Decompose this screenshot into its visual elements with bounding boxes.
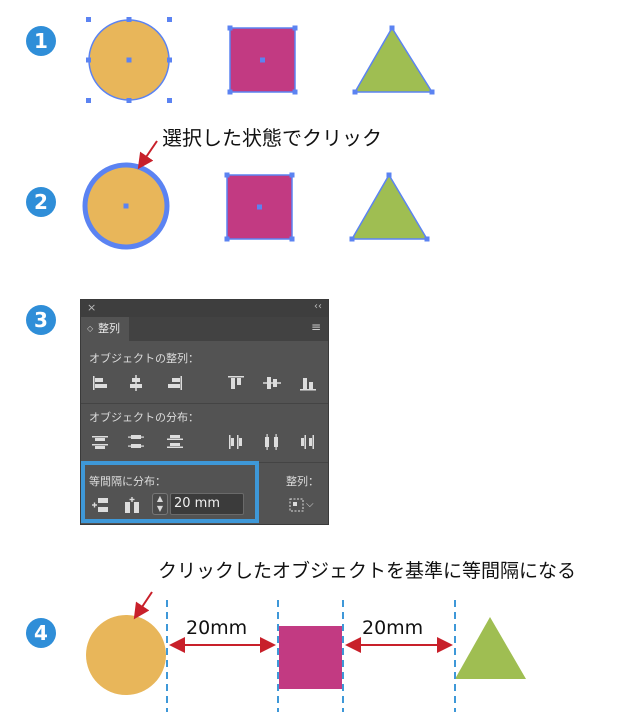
step-4-badge: 4 xyxy=(26,618,56,648)
align-right-icon xyxy=(168,376,182,390)
distribute-right-button[interactable] xyxy=(297,432,319,452)
distribute-horizontal-center-button[interactable] xyxy=(261,432,283,452)
align-right-button[interactable] xyxy=(164,373,186,393)
step4-pointer-arrow xyxy=(133,591,153,620)
step1-triangle xyxy=(353,26,434,93)
distribute-top-button[interactable] xyxy=(89,432,111,452)
align-panel: × ‹‹ ◇ 整列 ≡ オブジェクトの整列： オブジェクトの分布： xyxy=(80,299,329,525)
align-to-selection-icon xyxy=(289,498,304,512)
panel-collapse-button[interactable]: ‹‹ xyxy=(314,301,322,312)
stepper-down-icon[interactable]: ▼ xyxy=(156,504,164,513)
step1-square-handles xyxy=(227,25,298,95)
horizontal-distribute-space-button[interactable] xyxy=(121,495,143,515)
distribute-spacing-highlight xyxy=(81,461,259,523)
distribute-bottom-button[interactable] xyxy=(164,432,186,452)
align-top-button[interactable] xyxy=(225,373,247,393)
panel-close-button[interactable]: × xyxy=(87,301,97,314)
step1-group xyxy=(86,17,435,103)
step2-note: 選択した状態でクリック xyxy=(162,126,382,150)
distribute-horizontal-center-icon xyxy=(265,434,278,450)
align-to-dropdown[interactable]: ⌵ xyxy=(287,495,317,515)
step-1-badge: 1 xyxy=(26,26,56,56)
step2-group xyxy=(82,140,430,250)
gap-1-label: 20mm xyxy=(186,617,248,639)
distribute-left-button[interactable] xyxy=(225,432,247,452)
tab-toggle-icon: ◇ xyxy=(87,324,94,333)
step4-triangle xyxy=(455,617,526,679)
distribute-spacing-label: 等間隔に分布： xyxy=(89,475,166,488)
step4-square xyxy=(279,626,342,689)
step4-note: クリックしたオブジェクトを基準に等間隔になる xyxy=(158,560,577,582)
distribute-top-icon xyxy=(92,436,108,449)
panel-tab-row: ◇ 整列 ≡ xyxy=(81,317,328,341)
step1-circle-handles xyxy=(86,17,172,103)
align-vertical-center-icon xyxy=(263,377,281,389)
section-divider xyxy=(81,403,328,404)
stepper-up-icon[interactable]: ▲ xyxy=(156,494,164,503)
spacing-stepper[interactable]: ▲ ▼ xyxy=(152,493,168,515)
distribute-objects-label: オブジェクトの分布： xyxy=(89,411,199,424)
distribute-bottom-icon xyxy=(167,435,183,448)
distribute-vertical-center-icon xyxy=(128,435,144,448)
distribute-vertical-center-button[interactable] xyxy=(125,432,147,452)
panel-menu-icon[interactable]: ≡ xyxy=(310,320,321,334)
align-to-label: 整列： xyxy=(286,475,319,488)
step-2-badge: 2 xyxy=(26,187,56,217)
align-horizontal-center-button[interactable] xyxy=(125,373,147,393)
step2-triangle xyxy=(350,173,429,240)
gap-2-label: 20mm xyxy=(362,617,424,639)
tab-align[interactable]: ◇ 整列 xyxy=(81,317,129,341)
align-bottom-button[interactable] xyxy=(297,373,319,393)
align-left-button[interactable] xyxy=(89,373,111,393)
align-bottom-icon xyxy=(300,378,316,391)
align-left-icon xyxy=(93,376,107,390)
step4-group xyxy=(86,591,526,712)
step1-triangle-handles xyxy=(352,25,435,95)
chevron-down-icon: ⌵ xyxy=(306,499,314,510)
distribute-right-icon xyxy=(301,435,314,449)
distribute-left-icon xyxy=(229,435,242,449)
align-top-icon xyxy=(228,376,244,389)
align-vertical-center-button[interactable] xyxy=(261,373,283,393)
horizontal-distribute-space-icon xyxy=(125,497,139,513)
step-3-badge: 3 xyxy=(26,305,56,335)
vertical-distribute-space-icon xyxy=(92,498,108,512)
panel-titlebar: × ‹‹ xyxy=(81,300,328,317)
align-objects-label: オブジェクトの整列： xyxy=(89,352,199,365)
tab-align-label: 整列 xyxy=(98,322,120,335)
align-horizontal-center-icon xyxy=(130,375,142,391)
step4-circle xyxy=(86,615,166,695)
vertical-distribute-space-button[interactable] xyxy=(89,495,111,515)
step4-guides xyxy=(166,600,456,712)
step2-pointer-arrow xyxy=(137,140,158,170)
spacing-input[interactable]: 20 mm xyxy=(170,493,244,515)
